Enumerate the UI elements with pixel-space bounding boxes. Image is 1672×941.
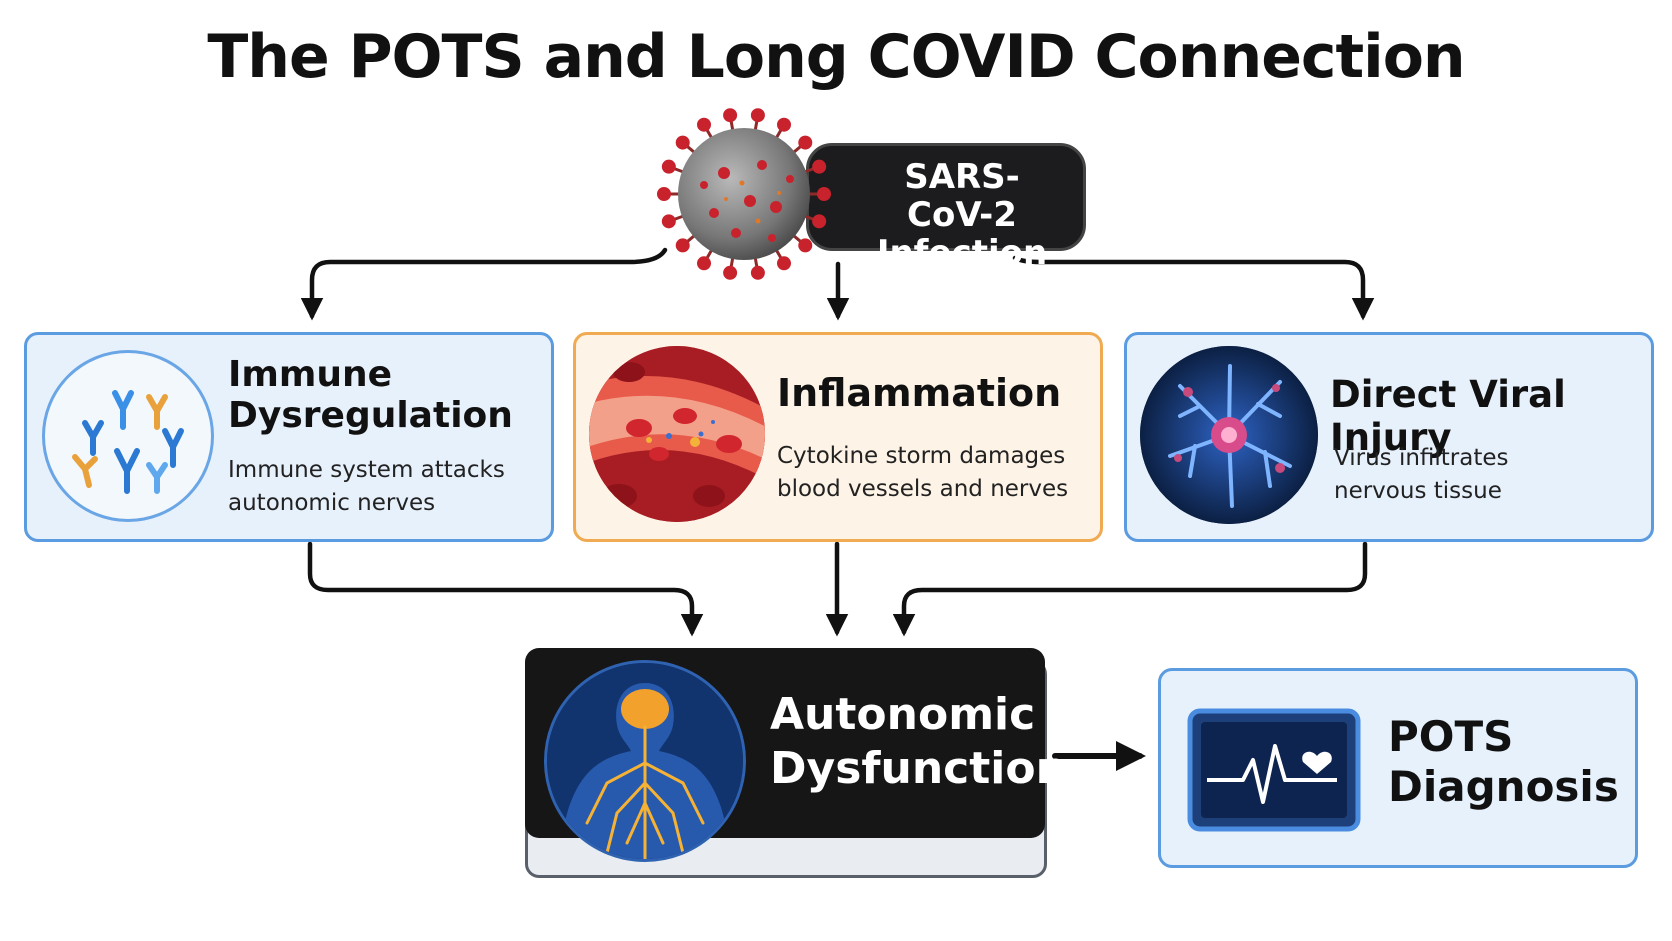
infection-label-line2: Infection (876, 233, 1048, 274)
inflammation-title: Inflammation (777, 371, 1062, 415)
heart-monitor-icon (1187, 708, 1361, 832)
arrow-infection-to-viral-injury (1012, 255, 1375, 321)
pots-label: POTS Diagnosis (1388, 712, 1619, 813)
coronavirus-icon (657, 108, 831, 280)
antibodies-icon (42, 350, 214, 522)
viral-injury-description: Virus infiltrates nervous tissue (1334, 442, 1509, 509)
immune-title-line1: Immune (228, 354, 393, 395)
inflammation-desc-line2: blood vessels and nerves (777, 476, 1069, 503)
viral-injury-desc-line2: nervous tissue (1334, 478, 1502, 505)
immune-title: Immune Dysregulation (228, 354, 513, 437)
immune-desc-line2: autonomic nerves (228, 490, 436, 517)
arrow-viral-injury-to-autonomic (892, 541, 1368, 637)
autonomic-label-line2: Dysfunction (770, 742, 1067, 794)
immune-description: Immune system attacks autonomic nerves (228, 454, 505, 521)
arrow-infection-to-immune (300, 247, 668, 321)
viral-injury-desc-line1: Virus infiltrates (1334, 445, 1509, 471)
inflammation-description: Cytokine storm damages blood vessels and… (777, 440, 1068, 507)
arrow-immune-to-autonomic (307, 541, 704, 637)
viral-injury-title: Direct Viral Injury (1330, 373, 1566, 459)
neuron-icon (1140, 346, 1318, 524)
inflammation-desc-line1: Cytokine storm damages (777, 443, 1066, 469)
page-title: The POTS and Long COVID Connection (207, 22, 1465, 92)
pots-label-line2: Diagnosis (1388, 762, 1619, 812)
pots-label-line1: POTS (1388, 712, 1514, 761)
infection-label-line1: SARS-CoV-2 (904, 157, 1020, 236)
blood-vessel-icon (589, 346, 765, 522)
nervous-system-body-icon (544, 660, 746, 862)
immune-desc-line1: Immune system attacks (228, 457, 505, 483)
autonomic-label-line1: Autonomic (770, 689, 1036, 740)
infection-label: SARS-CoV-2 Infection (862, 158, 1062, 272)
immune-title-line2: Dysregulation (228, 395, 513, 437)
infection-node (806, 143, 1086, 251)
autonomic-label: Autonomic Dysfunction (770, 688, 1067, 795)
